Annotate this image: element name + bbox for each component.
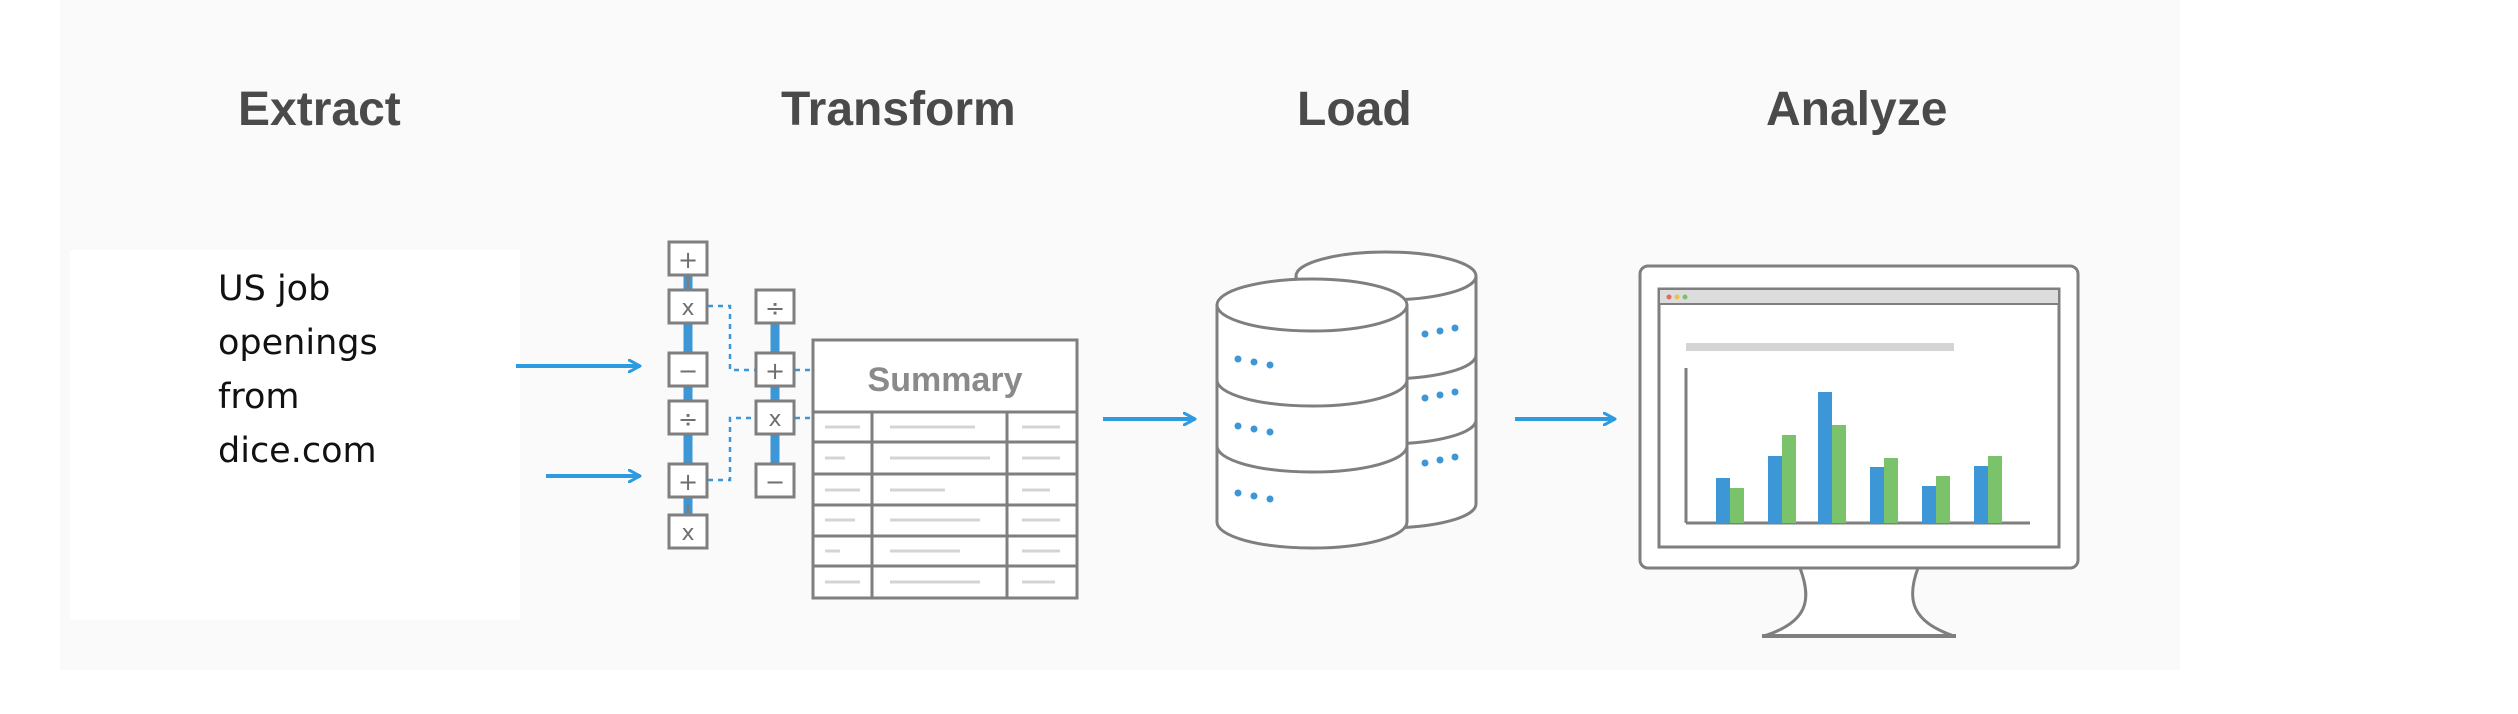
op-symbol: +: [678, 246, 698, 274]
op-box: −: [754, 462, 796, 499]
op-symbol: −: [765, 468, 785, 496]
op-symbol: x: [768, 407, 781, 432]
heading-extract: Extract: [238, 83, 401, 136]
op-symbol: ÷: [678, 405, 698, 433]
op-box: x: [754, 399, 796, 436]
source-line: openings: [218, 323, 378, 363]
op-box: +: [754, 351, 796, 388]
op-symbol: x: [681, 296, 694, 321]
op-symbol: ÷: [765, 294, 785, 322]
op-box: ÷: [754, 288, 796, 325]
op-box: x: [667, 513, 709, 550]
heading-transform: Transform: [781, 83, 1016, 136]
op-box: +: [667, 240, 709, 277]
heading-analyze: Analyze: [1766, 83, 1948, 136]
summary-label: Summary: [868, 361, 1023, 399]
op-symbol: x: [681, 521, 694, 546]
source-line: dice.com: [218, 431, 377, 471]
database-icon: [1215, 250, 1478, 550]
extract-source-text: US job openings from dice.com: [218, 262, 518, 478]
operation-flow-icon: + x − ÷ + x: [667, 240, 812, 550]
op-symbol: −: [678, 357, 698, 385]
summary-table-icon: Summary: [811, 338, 1079, 600]
op-box: −: [667, 351, 709, 388]
op-box: ÷: [667, 399, 709, 436]
source-line: from: [218, 377, 300, 417]
monitor-chart-icon: [1638, 264, 2080, 638]
op-symbol: +: [678, 468, 698, 496]
heading-load: Load: [1297, 83, 1412, 136]
source-box: [70, 250, 520, 620]
op-box: +: [667, 462, 709, 499]
op-box: x: [667, 288, 709, 325]
op-symbol: +: [765, 357, 785, 385]
source-line: US job: [218, 269, 331, 309]
